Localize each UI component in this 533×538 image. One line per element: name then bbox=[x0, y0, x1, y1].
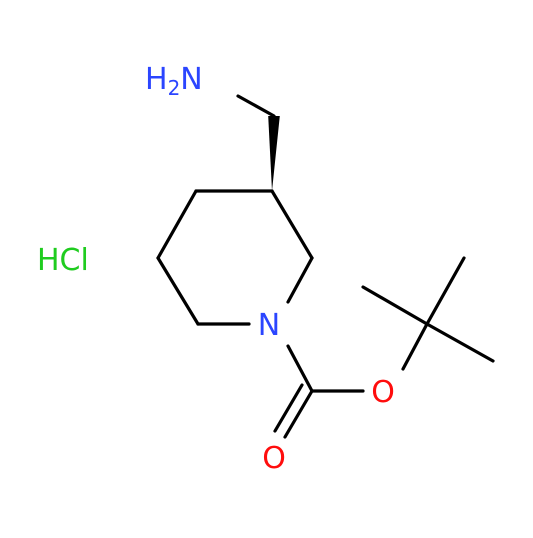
carbonyl-oxygen-label: O bbox=[262, 441, 286, 476]
bond-co-double-a bbox=[283, 389, 314, 439]
bond-co-double-b bbox=[273, 383, 304, 433]
bond-tbu-me1 bbox=[361, 285, 429, 326]
bonds bbox=[156, 94, 495, 439]
amine-label: H2N bbox=[145, 62, 203, 100]
bond-c2-c3 bbox=[270, 189, 314, 260]
bond-tbu-me2 bbox=[425, 256, 466, 326]
ring-nitrogen-label: N bbox=[258, 308, 280, 343]
bond-ch2-nh2 bbox=[236, 94, 276, 118]
bond-n-c2 bbox=[286, 256, 314, 304]
ester-oxygen-label: O bbox=[371, 375, 395, 410]
bond-c5-c6 bbox=[156, 256, 200, 326]
hcl-label: HCl bbox=[37, 243, 89, 278]
bond-o-tbu bbox=[401, 322, 429, 371]
bond-c4-c5 bbox=[156, 189, 198, 260]
wedge-bond bbox=[268, 116, 280, 191]
bond-tbu-me3 bbox=[425, 322, 495, 363]
bond-n-carbonyl bbox=[286, 344, 314, 393]
